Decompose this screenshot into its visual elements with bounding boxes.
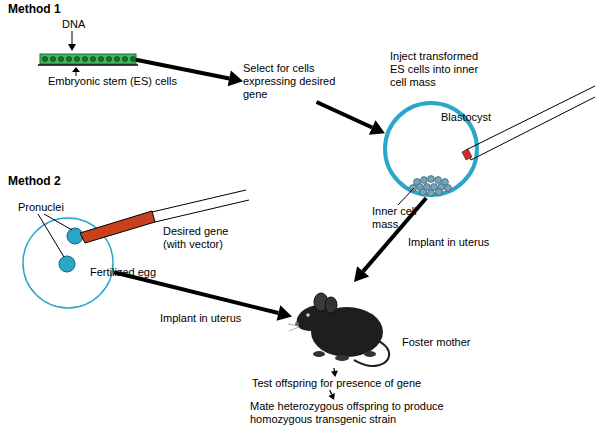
arrow-shaft (136, 60, 229, 79)
arrow-shaft (114, 272, 278, 313)
inner-cell (445, 185, 452, 192)
arrow-head (331, 371, 338, 377)
flow-arrow (328, 390, 334, 400)
edge-label: Implant in uterus (408, 236, 489, 249)
inner-cell (428, 190, 435, 197)
stem-cell (82, 56, 87, 61)
blastocyst: Blastocyst (383, 100, 479, 198)
arrow-shaft (330, 390, 332, 394)
edge-label: Implant in uterus (160, 312, 241, 325)
pipette (155, 200, 249, 222)
pronucleus (67, 228, 83, 244)
stem-cell (122, 56, 127, 61)
culture-dish (40, 54, 136, 64)
foster-mother-shape (292, 282, 392, 368)
mouse-eye (306, 313, 310, 317)
method-heading: Method 2 (8, 175, 61, 188)
node-text: Embryonic stem (ES) cells (48, 75, 177, 88)
mouse-foot (364, 351, 376, 357)
inner-cell (428, 176, 435, 183)
leader-line (38, 214, 64, 257)
mouse-ear (325, 297, 337, 313)
stem-cell (130, 56, 135, 61)
flow-arrow (317, 102, 385, 135)
inner-cell (420, 189, 427, 196)
stem-cell (66, 56, 71, 61)
pointer-head (72, 67, 80, 72)
node-text: Blastocyst (441, 111, 491, 124)
pointer-head (68, 44, 76, 51)
arrow-head (276, 305, 292, 321)
pipette (471, 97, 595, 160)
node-text: Foster mother (402, 336, 470, 349)
inner-cell (421, 177, 428, 184)
input-label: DNA (62, 18, 85, 31)
flow-arrow (136, 60, 243, 87)
mouse-whisker (288, 324, 299, 326)
part-label: Pronuclei (18, 201, 64, 214)
arrow-head (228, 71, 243, 87)
process-step: Select for cells expressing desired gene (243, 62, 348, 102)
mouse-foot (335, 355, 349, 361)
arrow-head (369, 120, 385, 135)
pointer-line (76, 72, 77, 76)
step-note: Inject transformed ES cells into inner c… (390, 50, 494, 89)
inner-cell (410, 185, 417, 192)
stem-cell (98, 56, 103, 61)
arrow-shaft (317, 102, 373, 127)
stem-cell (58, 56, 63, 61)
stem-cell (90, 56, 95, 61)
inner-cell (436, 189, 443, 196)
part-label: Desired gene (with vector) (163, 225, 243, 251)
stem-cell (74, 56, 79, 61)
arrow-shaft (363, 198, 426, 271)
stem-cell (106, 56, 111, 61)
injected-cells (462, 149, 472, 160)
process-step: Test offspring for presence of gene (252, 377, 437, 390)
arrow-shaft (333, 368, 335, 371)
inner-cell (435, 177, 442, 184)
leader-line (44, 214, 72, 230)
node-text: Select for cells expressing desired gene (243, 62, 348, 101)
pronucleus (59, 256, 75, 272)
pipette (466, 86, 595, 150)
arrow-head (354, 266, 369, 282)
flow-arrow (331, 368, 338, 377)
arrow-head (328, 393, 334, 400)
mouse-foot (313, 351, 325, 357)
es-cell-dish: Embryonic stem (ES) cells (40, 52, 136, 66)
method-heading: Method 1 (8, 3, 61, 16)
stem-cell (114, 56, 119, 61)
foster-mother: Foster mother (292, 282, 392, 368)
gene-vector (80, 211, 155, 243)
node-text: Test offspring for presence of gene (252, 377, 421, 390)
process-step: Mate heterozygous offspring to produce h… (250, 400, 455, 426)
stem-cell (50, 56, 55, 61)
leader-line (398, 188, 414, 205)
stem-cell (42, 56, 47, 61)
pipette (152, 190, 246, 212)
node-text: Mate heterozygous offspring to produce h… (250, 400, 455, 426)
mouse-whisker (289, 327, 299, 331)
dish-base (38, 64, 138, 66)
es-cell-dish-shape (40, 52, 136, 66)
pointer-line (72, 31, 73, 44)
